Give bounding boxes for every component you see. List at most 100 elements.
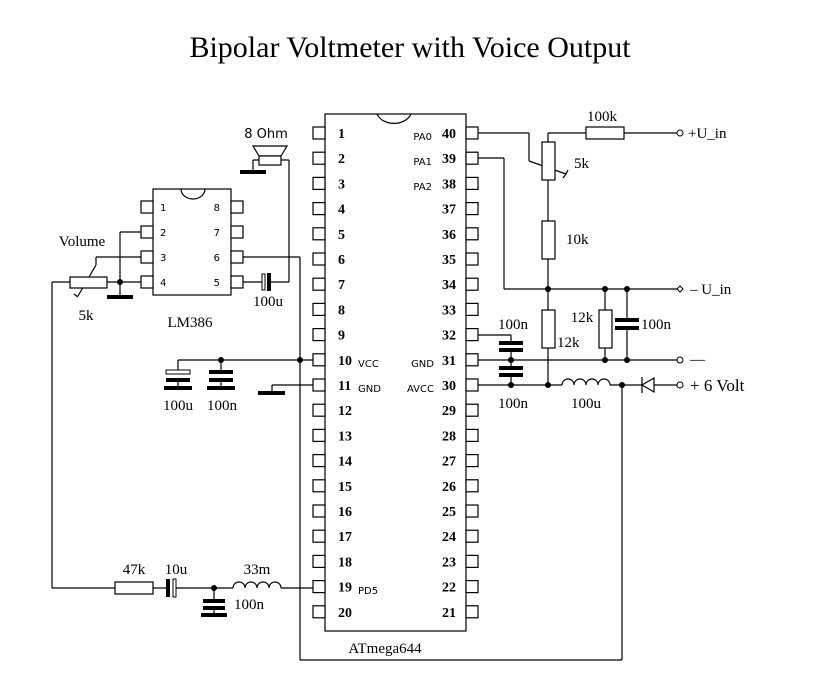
terminal-minus-u-in[interactable]	[676, 285, 684, 293]
amp-pin-3	[140, 250, 154, 264]
mcu-notch	[376, 113, 412, 124]
mcu-pin-5	[312, 227, 326, 241]
mcu-signal-pa1: PA1	[413, 157, 432, 168]
mcu-pin-33	[465, 302, 479, 316]
speaker-coil	[258, 155, 282, 166]
mcu-pin-number: 22	[442, 581, 456, 596]
mcu-body	[324, 113, 467, 632]
amp-pin-number: 1	[160, 203, 166, 214]
mcu-pin-40	[465, 126, 479, 140]
volume-pot-label: 5k	[79, 308, 95, 324]
mcu-pin-number: 17	[338, 530, 352, 545]
resistor-12k-a	[541, 309, 556, 349]
mcu-pin-number: 24	[442, 530, 456, 545]
mcu-pin-number: 19	[338, 581, 352, 596]
inductor-100u-label: 100u	[571, 396, 602, 412]
amp-pin-number: 6	[214, 253, 220, 264]
amp-pin-number: 7	[214, 228, 220, 239]
mcu-pin-37	[465, 202, 479, 216]
mcu-pin-3	[312, 176, 326, 190]
inductor-33m	[232, 581, 282, 589]
mcu-pin-6	[312, 252, 326, 266]
resistor-12k-b-label: 12k	[571, 310, 594, 326]
speaker-label: 8 Ohm	[244, 127, 288, 142]
mcu-pin-32	[465, 328, 479, 342]
mcu-pin-number: 40	[442, 127, 456, 142]
diode-icon	[640, 376, 655, 394]
mcu-pin-number: 10	[338, 354, 352, 369]
mcu-signal-avcc: AVCC	[407, 384, 434, 395]
amp-pin-8	[230, 200, 244, 214]
amp-pin-1	[140, 200, 154, 214]
mcu-pin-number: 21	[442, 606, 456, 621]
terminal-ground-label: —	[689, 352, 706, 368]
mcu-pin-number: 1	[338, 127, 345, 142]
mcu-pin-number: 26	[442, 480, 456, 495]
mcu-pin-number: 34	[442, 278, 456, 293]
resistor-47k-label: 47k	[123, 562, 146, 578]
pot-wiper-arrow	[562, 169, 569, 179]
mcu-pin-number: 11	[338, 379, 351, 394]
amp-name: LM386	[168, 315, 214, 331]
cap-100n-filter-label: 100n	[234, 597, 265, 613]
mcu-pin-39	[465, 151, 479, 165]
mcu-pin-23	[465, 554, 479, 569]
mcu-signal-vcc: VCC	[358, 359, 379, 370]
amp-pin-4	[140, 275, 154, 289]
inductor-100u	[561, 378, 611, 386]
terminal-ground[interactable]	[676, 356, 684, 364]
amp-pin-5	[230, 275, 244, 289]
mcu-pin-30	[465, 378, 479, 392]
resistor-100k-label: 100k	[587, 109, 618, 125]
amp-notch	[180, 188, 206, 200]
mcu-pin-28	[465, 428, 479, 442]
cap-100u-vcc-label: 100u	[163, 398, 194, 414]
mcu-pin-36	[465, 227, 479, 241]
resistor-100k	[585, 126, 625, 140]
cap-100n-aref-label: 100n	[498, 317, 529, 333]
cap-100n-avcc-label: 100n	[498, 396, 529, 412]
mcu-pin-2	[312, 151, 326, 165]
mcu-pin-number: 18	[338, 555, 352, 570]
mcu-pin-25	[465, 504, 479, 518]
mcu-pin-number: 39	[442, 152, 456, 167]
mcu-pin-26	[465, 479, 479, 493]
amp-cap-plate	[261, 273, 266, 291]
mcu-pin-number: 15	[338, 480, 352, 495]
mcu-signal-gnd-right: GND	[411, 359, 434, 370]
mcu-pin-number: 29	[442, 404, 456, 419]
cap-100n-vcc-label: 100n	[207, 398, 238, 414]
terminal-plus-6v-label: + 6 Volt	[690, 376, 745, 395]
mcu-pin-21	[465, 605, 479, 619]
pot-5k-label: 5k	[574, 156, 590, 172]
amp-pin-6	[230, 250, 244, 264]
terminal-plus-u-in[interactable]	[676, 129, 684, 137]
mcu-name: ATmega644	[348, 641, 422, 657]
amp-pin-number: 5	[214, 278, 220, 289]
mcu-pin-29	[465, 403, 479, 417]
mcu-pin-number: 9	[338, 329, 345, 344]
mcu-pin-13	[312, 428, 326, 442]
amp-pin-number: 2	[160, 228, 166, 239]
amp-pin-number: 8	[214, 203, 220, 214]
mcu-pin-number: 32	[442, 329, 456, 344]
mcu-pin-1	[312, 126, 326, 140]
mcu-pin-number: 36	[442, 228, 456, 243]
speaker: 8 Ohm	[240, 127, 290, 282]
mcu-pin-34	[465, 277, 479, 291]
mcu-pin-17	[312, 529, 326, 543]
terminal-plus-6v[interactable]	[676, 381, 684, 389]
mcu-pin-4	[312, 202, 326, 216]
mcu-pin-number: 5	[338, 228, 345, 243]
volume-pot	[69, 276, 108, 289]
amp-cap-label: 100u	[253, 294, 284, 310]
mcu-pin-number: 30	[442, 379, 456, 394]
mcu-pin-11	[312, 378, 326, 392]
mcu-pin-number: 20	[338, 606, 352, 621]
cap-100u-vcc	[165, 369, 191, 375]
mcu-pin-number: 33	[442, 303, 456, 318]
amp-pin-number: 3	[160, 253, 166, 264]
mcu-pin-number: 28	[442, 429, 456, 444]
